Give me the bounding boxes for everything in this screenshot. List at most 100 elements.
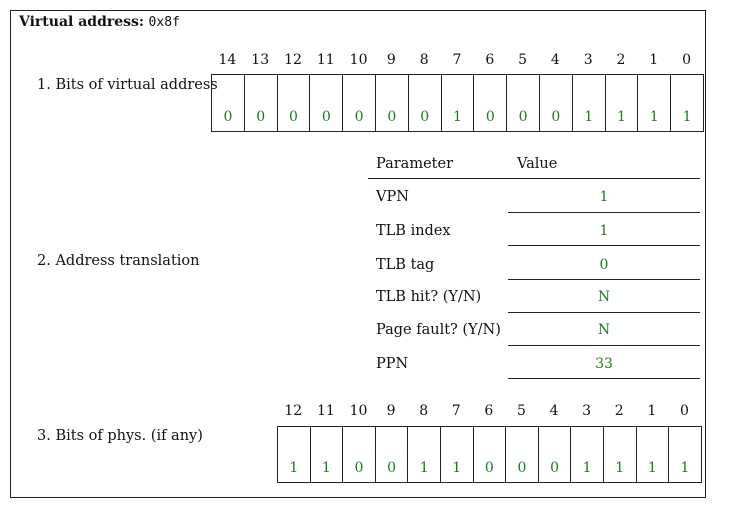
bit-index: 10 (349, 403, 368, 419)
bit-value: 1 (682, 109, 692, 125)
bit-cell: 1 (638, 75, 672, 131)
param-tlb-tag: TLB tag (376, 257, 435, 273)
value-vpn: 1 (599, 189, 609, 205)
bit-value: 1 (582, 460, 592, 476)
bit-value: 0 (289, 109, 298, 125)
bit-value: 0 (550, 460, 559, 476)
bit-cell: 0 (343, 427, 376, 482)
bit-cell: 0 (539, 427, 572, 482)
param-page-fault: Page fault? (Y/N) (376, 322, 501, 338)
bit-cell: 1 (606, 75, 639, 131)
bit-cell: 1 (669, 427, 702, 482)
bit-value: 1 (452, 460, 462, 476)
bit-index: 6 (484, 403, 494, 419)
worksheet-frame (10, 10, 706, 498)
value-page-fault: N (597, 322, 611, 338)
param-tlb-index: TLB index (376, 223, 451, 239)
virtual-address-title: Virtual address: 0x8f (19, 14, 180, 30)
bit-cell: 1 (671, 75, 704, 131)
bit-cell: 0 (506, 427, 539, 482)
bit-index: 12 (284, 52, 302, 68)
bit-cell: 0 (278, 75, 311, 131)
value-underline (508, 378, 700, 379)
bit-index: 8 (419, 52, 429, 68)
bit-value: 1 (584, 109, 594, 125)
bit-cell: 0 (540, 75, 573, 131)
bit-value: 1 (615, 460, 625, 476)
value-underline (508, 212, 700, 213)
bit-cell: 1 (637, 427, 670, 482)
bit-index: 14 (218, 52, 237, 68)
bit-index: 11 (316, 52, 335, 68)
param-tlb-hit: TLB hit? (Y/N) (376, 289, 482, 305)
bit-index: 8 (419, 403, 429, 419)
bit-value: 1 (617, 109, 626, 125)
virtual-address-label: Virtual address: (19, 14, 145, 30)
section3-label: 3. Bits of phys. (if any) (37, 428, 203, 444)
value-column-header: Value (517, 156, 558, 172)
bit-index: 11 (316, 403, 335, 419)
bit-value: 1 (680, 460, 690, 476)
bit-value: 1 (289, 460, 299, 476)
bit-index: 2 (616, 52, 626, 68)
bit-index: 3 (582, 403, 592, 419)
bit-index: 13 (251, 52, 270, 68)
bit-index: 1 (647, 403, 657, 419)
param-ppn: PPN (376, 356, 409, 372)
bit-index: 7 (452, 52, 462, 68)
bit-cell: 1 (278, 427, 311, 482)
bit-value: 0 (354, 109, 364, 125)
bit-cell: 1 (604, 427, 637, 482)
bit-value: 1 (649, 109, 659, 125)
value-tlb-index: 1 (599, 223, 609, 239)
bit-value: 1 (647, 460, 657, 476)
bit-index: 0 (682, 52, 692, 68)
bit-index: 7 (451, 403, 461, 419)
bit-value: 0 (387, 460, 397, 476)
value-underline (508, 279, 700, 280)
bit-cell: 0 (474, 427, 507, 482)
bit-value: 1 (453, 109, 462, 125)
bit-cell: 0 (409, 75, 442, 131)
bit-index: 9 (386, 52, 396, 68)
bit-value: 0 (321, 109, 331, 125)
bit-value: 0 (551, 109, 561, 125)
bit-index: 4 (550, 52, 560, 68)
param-column-header: Parameter (376, 156, 453, 172)
value-tlb-hit: N (597, 289, 611, 305)
bit-index: 5 (516, 403, 526, 419)
bit-index: 12 (284, 403, 303, 419)
virtual-address-value: 0x8f (148, 15, 180, 30)
bit-cell: 1 (311, 427, 344, 482)
bit-cell: 0 (474, 75, 508, 131)
bit-index: 10 (349, 52, 368, 68)
value-underline (508, 245, 700, 246)
bit-value: 0 (420, 109, 430, 125)
bit-cell: 0 (310, 75, 344, 131)
bit-value: 1 (321, 460, 331, 476)
bit-index: 4 (549, 403, 559, 419)
bit-index: 3 (583, 52, 593, 68)
bit-index: 5 (518, 52, 528, 68)
bit-value: 0 (387, 109, 397, 125)
bit-cell: 1 (573, 75, 606, 131)
bit-cell: 1 (571, 427, 604, 482)
value-underline (508, 312, 700, 313)
section2-label: 2. Address translation (37, 253, 200, 269)
header-rule (368, 178, 700, 179)
bit-value: 1 (419, 460, 429, 476)
bit-value: 0 (518, 109, 528, 125)
bit-index: 2 (614, 403, 624, 419)
bit-index: 9 (386, 403, 396, 419)
bit-value: 0 (484, 460, 494, 476)
bit-value: 0 (517, 460, 527, 476)
bit-index: 0 (679, 403, 689, 419)
bit-index: 1 (649, 52, 659, 68)
value-tlb-tag: 0 (599, 257, 609, 273)
param-vpn: VPN (376, 189, 409, 205)
bit-cell: 0 (245, 75, 278, 131)
